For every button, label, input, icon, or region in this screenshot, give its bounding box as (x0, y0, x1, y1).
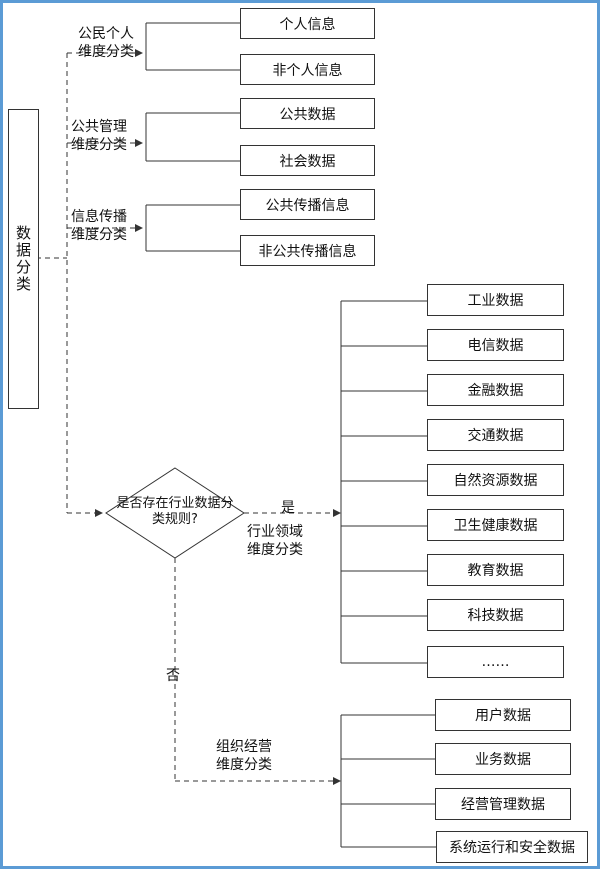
decision-line1: 是否存在行业数据分 (116, 496, 234, 511)
decision-line2: 类规则? (152, 512, 198, 527)
industry-label-line2: 维度分类 (247, 542, 303, 558)
node-label: 科技数据 (467, 608, 524, 624)
info-spread-label-line2: 维度分类 (71, 227, 127, 243)
node-transport-data: 交通数据 (427, 419, 564, 451)
node-label: 电信数据 (467, 338, 524, 354)
node-tech-data: 科技数据 (427, 599, 564, 631)
industry-group-label: 行业领域 维度分类 (247, 523, 303, 559)
node-non-public-spread-info: 非公共传播信息 (240, 235, 375, 266)
node-label: …… (481, 654, 510, 670)
public-mgmt-label-line1: 公共管理 (71, 119, 127, 135)
node-operation-mgmt-data: 经营管理数据 (435, 788, 571, 820)
diagram-canvas: 数据分类 公民个人 维度分类 公共管理 维度分类 信息传播 维度分类 个人信息 … (3, 3, 597, 866)
node-user-data: 用户数据 (435, 699, 571, 731)
node-system-security-data: 系统运行和安全数据 (436, 831, 588, 863)
decision-yes-label: 是 (281, 500, 295, 516)
node-health-data: 卫生健康数据 (427, 509, 564, 541)
node-label: 非公共传播信息 (258, 243, 357, 260)
node-label: 工业数据 (467, 293, 524, 309)
public-mgmt-group-label: 公共管理 维度分类 (71, 118, 127, 154)
node-label: 个人信息 (279, 16, 336, 33)
root-node: 数据分类 (8, 109, 39, 409)
node-label: 教育数据 (467, 563, 524, 579)
node-industrial-data: 工业数据 (427, 284, 564, 316)
node-education-data: 教育数据 (427, 554, 564, 586)
node-telecom-data: 电信数据 (427, 329, 564, 361)
node-non-personal-info: 非个人信息 (240, 54, 375, 85)
org-group-label: 组织经营 维度分类 (216, 738, 272, 774)
connector-lines (36, 22, 439, 848)
node-social-data: 社会数据 (240, 145, 375, 176)
node-label: 业务数据 (475, 752, 531, 768)
citizen-label-line2: 维度分类 (78, 44, 134, 60)
node-label: 用户数据 (475, 708, 531, 724)
node-business-data: 业务数据 (435, 743, 571, 775)
node-label: 经营管理数据 (461, 797, 545, 813)
decision-text: 是否存在行业数据分 类规则? (109, 496, 241, 528)
info-spread-label-line1: 信息传播 (71, 209, 127, 225)
node-label: 卫生健康数据 (453, 518, 538, 534)
node-label: 金融数据 (467, 383, 524, 399)
root-label: 数据分类 (14, 225, 32, 293)
node-finance-data: 金融数据 (427, 374, 564, 406)
node-personal-info: 个人信息 (240, 8, 375, 39)
node-label: 非个人信息 (272, 62, 343, 79)
node-public-data: 公共数据 (240, 98, 375, 129)
org-label-line1: 组织经营 (216, 739, 272, 755)
node-natural-resource-data: 自然资源数据 (427, 464, 564, 496)
info-spread-group-label: 信息传播 维度分类 (71, 208, 127, 244)
node-label: 公共传播信息 (265, 197, 350, 214)
node-label: 社会数据 (279, 153, 336, 170)
decision-no-label: 否 (166, 668, 180, 684)
node-label: 交通数据 (467, 428, 524, 444)
citizen-label-line1: 公民个人 (78, 26, 134, 42)
node-public-spread-info: 公共传播信息 (240, 189, 375, 220)
org-label-line2: 维度分类 (216, 757, 272, 773)
node-more-ellipsis: …… (427, 646, 564, 678)
node-label: 系统运行和安全数据 (449, 840, 575, 856)
public-mgmt-label-line2: 维度分类 (71, 137, 127, 153)
industry-label-line1: 行业领域 (247, 524, 303, 540)
node-label: 公共数据 (279, 106, 336, 123)
node-label: 自然资源数据 (453, 473, 538, 489)
citizen-group-label: 公民个人 维度分类 (78, 25, 134, 61)
